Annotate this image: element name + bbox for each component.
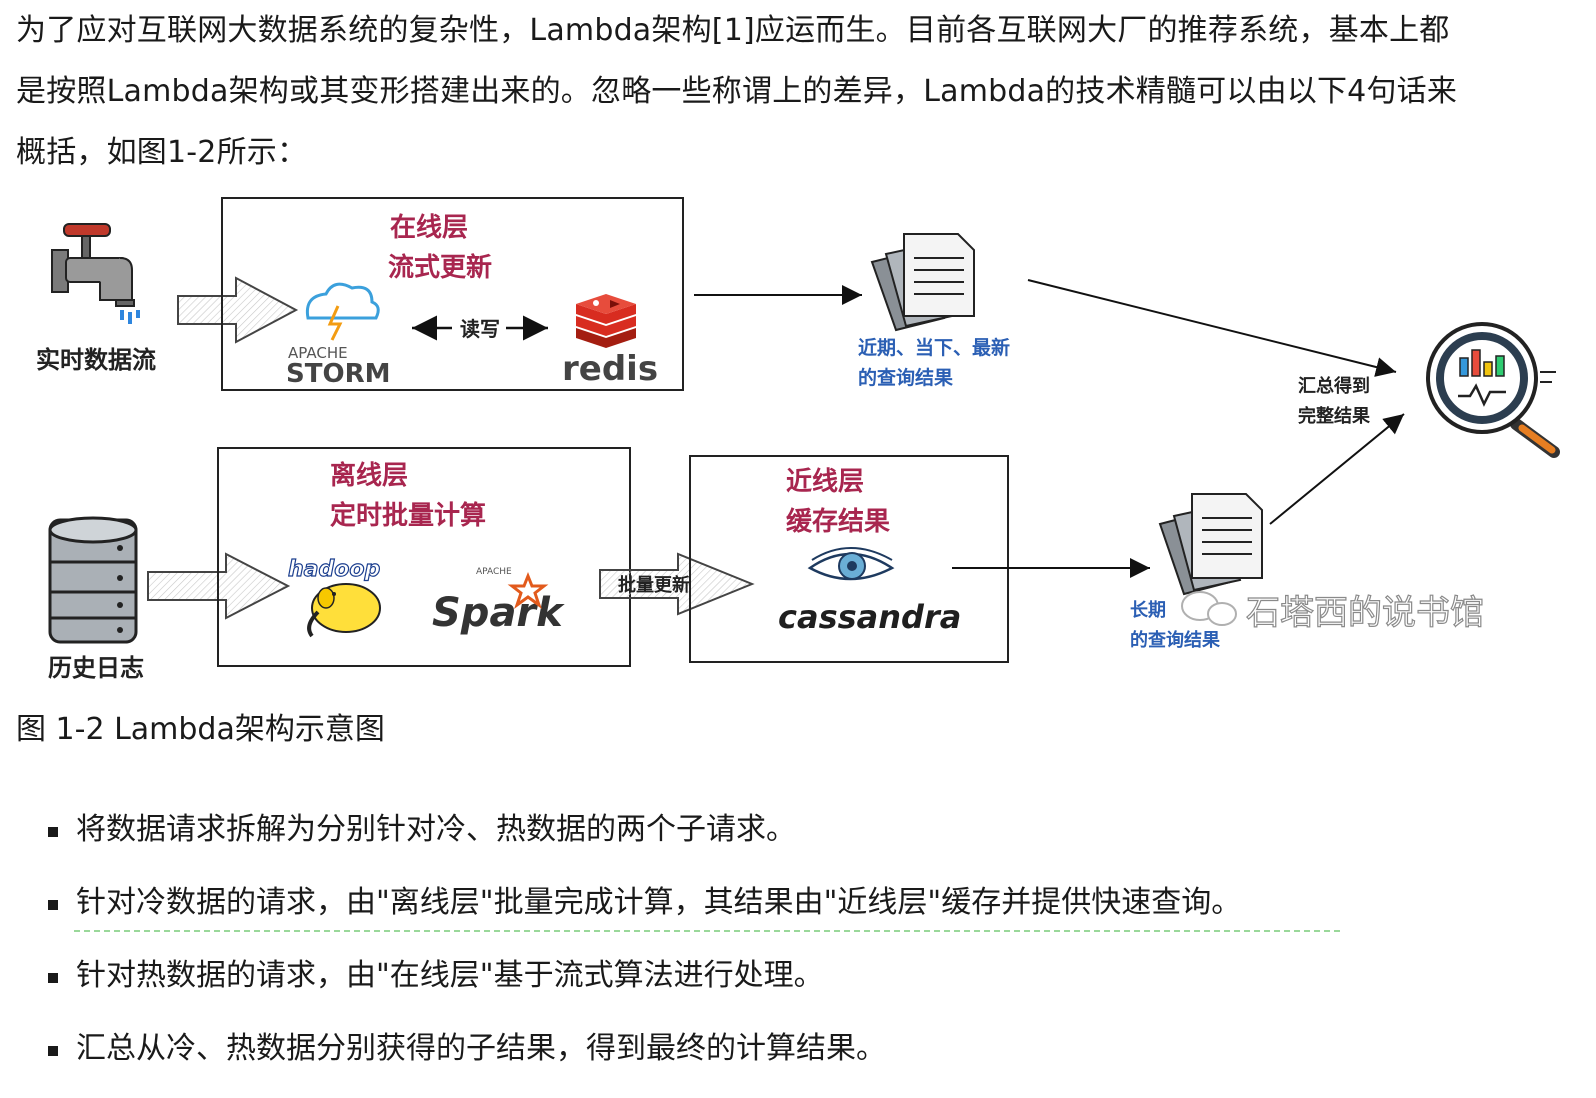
redis-logo-icon <box>576 294 636 348</box>
storm-logo-top: APACHE <box>288 344 348 362</box>
nearline-layer-title: 近线层 <box>786 467 864 497</box>
highlight-underline <box>74 930 1340 932</box>
merge-label-line2: 完整结果 <box>1298 405 1371 427</box>
offline-layer-title: 离线层 <box>330 460 408 491</box>
offline-layer-subtitle: 定时批量计算 <box>330 500 486 531</box>
hadoop-elephant-icon <box>307 583 381 638</box>
online-layer-subtitle: 流式更新 <box>388 252 492 283</box>
database-icon <box>48 516 138 644</box>
history-source-label: 历史日志 <box>48 654 144 682</box>
list-item: 汇总从冷、热数据分别获得的子结果，得到最终的计算结果。 <box>48 1019 1241 1092</box>
list-item: 针对热数据的请求，由"在线层"基于流式算法进行处理。 <box>48 946 1241 1019</box>
spark-star-icon <box>507 571 549 609</box>
longterm-result-line2: 的查询结果 <box>1130 629 1221 651</box>
nearline-layer-subtitle: 缓存结果 <box>786 506 890 537</box>
bullet-icon <box>48 900 58 910</box>
online-layer-box <box>221 197 684 391</box>
recent-result-line1: 近期、当下、最新 <box>858 336 1010 359</box>
online-layer-title: 在线层 <box>390 213 468 243</box>
merge-label-line1: 汇总得到 <box>1298 375 1370 397</box>
redis-label: redis <box>562 349 658 389</box>
analytics-magnifier-icon <box>1426 322 1560 458</box>
hadoop-label: hadoop <box>288 557 380 582</box>
documents-icon-longterm <box>1158 493 1263 596</box>
lambda-architecture-diagram: 实时数据流 在线层 流式更新 APACHE STORM 读写 redis 近期、… <box>36 197 1560 682</box>
cassandra-eye-icon <box>807 547 895 581</box>
cassandra-label: cassandra <box>778 598 961 636</box>
wechat-icon <box>1181 591 1237 626</box>
storm-logo-bottom: STORM <box>286 359 390 389</box>
bullet-icon <box>48 827 58 837</box>
recent-result-line2: 的查询结果 <box>858 366 953 389</box>
spark-logo-name: Spark <box>432 590 565 636</box>
faucet-icon <box>51 223 140 324</box>
intro-line-3: 概括，如图1-2所示： <box>16 135 308 170</box>
intro-line-2: 是按照Lambda架构或其变形搭建出来的。忽略一些称谓上的差异，Lambda的技… <box>16 74 1458 109</box>
realtime-input-arrow <box>177 276 299 344</box>
bullet-icon <box>48 1046 58 1056</box>
watermark-text: 石塔西的说书馆 <box>1246 593 1484 633</box>
longterm-result-line1: 长期 <box>1130 600 1166 621</box>
figure-caption: 图 1-2 Lambda架构示意图 <box>16 712 385 747</box>
intro-line-1: 为了应对互联网大数据系统的复杂性，Lambda架构[1]应运而生。目前各互联网大… <box>16 13 1450 48</box>
rw-label: 读写 <box>460 317 500 341</box>
batch-update-arrow <box>599 552 755 616</box>
intro-paragraph: 为了应对互联网大数据系统的复杂性，Lambda架构[1]应运而生。目前各互联网大… <box>16 0 1586 183</box>
list-item: 针对冷数据的请求，由"离线层"批量完成计算，其结果由"近线层"缓存并提供快速查询… <box>48 873 1340 946</box>
longterm-to-merge-arrow <box>1269 413 1405 525</box>
summary-bullet-list: 将数据请求拆解为分别针对冷、热数据的两个子请求。 针对冷数据的请求，由"离线层"… <box>48 800 1340 1092</box>
storm-logo-icon <box>305 282 380 341</box>
offline-layer-box <box>217 447 631 667</box>
bullet-icon <box>48 973 58 983</box>
list-item: 将数据请求拆解为分别针对冷、热数据的两个子请求。 <box>48 800 1241 873</box>
nearline-layer-box <box>689 455 1009 663</box>
spark-logo-small: APACHE <box>476 567 512 577</box>
documents-icon <box>870 233 975 332</box>
realtime-source-label: 实时数据流 <box>36 346 156 374</box>
recent-to-merge-arrow <box>1027 279 1397 377</box>
batch-update-label: 批量更新 <box>618 574 690 596</box>
